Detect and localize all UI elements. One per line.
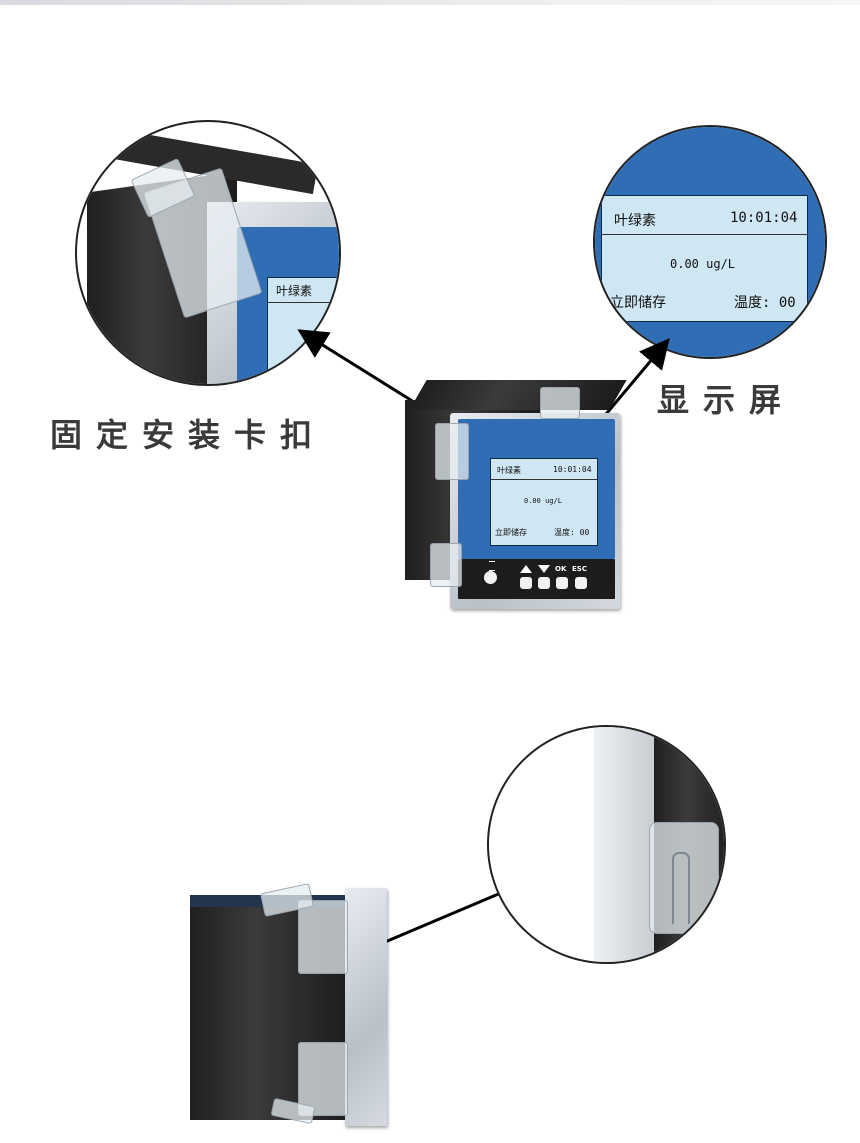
side-clip-slot (672, 852, 690, 924)
lcd-zoom-time: 10:01:04 (730, 210, 798, 226)
lcd-zoomed: 叶绿素 10:01:04 0.00 ug/L 立即储存 温度: 00 (601, 195, 808, 322)
zoom-circle-side-clip (487, 725, 726, 964)
keypad: OK ESC (458, 559, 615, 599)
lcd-action: 立即储存 (495, 528, 527, 537)
lcd-time: 10:01:04 (553, 465, 592, 474)
device-housing-top (409, 380, 627, 410)
top-gradient-strip (0, 0, 860, 5)
up-arrow-icon (520, 565, 532, 573)
side-bezel (345, 888, 387, 1126)
bezel-edge-zoomed (594, 727, 654, 962)
menu-icon (489, 561, 495, 571)
front-clip-bottom-left (430, 543, 462, 587)
down-arrow-icon (538, 565, 550, 573)
lcd-zoom-param: 叶绿素 (614, 213, 656, 229)
side-clip-bottom (298, 1042, 348, 1116)
front-clip-top-left (435, 423, 469, 480)
lcd-temperature: 温度: 00 (554, 528, 590, 537)
zoom-circle-clip: 叶绿素 (75, 120, 341, 386)
front-device: 叶绿素 10:01:04 0.00 ug/L 立即储存 温度: 00 OK ES… (400, 375, 627, 615)
ok-key[interactable] (556, 577, 568, 589)
power-key[interactable] (484, 571, 497, 584)
esc-key-label: ESC (572, 565, 587, 573)
side-clip-top (298, 900, 348, 974)
esc-key[interactable] (575, 577, 587, 589)
up-key[interactable] (520, 577, 532, 589)
lcd-zoom-parameter: 叶绿素 (276, 284, 313, 298)
ok-key-label: OK (555, 565, 567, 573)
lcd-zoom-temperature: 温度: 00 (734, 295, 796, 311)
display-label: 显示屏 (657, 381, 796, 419)
side-clip-zoomed (649, 822, 719, 934)
device-lcd: 叶绿素 10:01:04 0.00 ug/L 立即储存 温度: 00 (490, 458, 598, 546)
zoom-circle-display: 叶绿素 10:01:04 0.00 ug/L 立即储存 温度: 00 (593, 125, 827, 359)
side-device (190, 880, 390, 1130)
down-key[interactable] (538, 577, 550, 589)
lcd-zoom-action: 立即储存 (610, 295, 666, 311)
lcd-reading: 0.00 ug/L (524, 497, 562, 505)
mounting-clip-label: 固定安装卡扣 (50, 416, 327, 454)
arrow-to-clip (297, 329, 431, 414)
lcd-zoom-reading: 0.00 ug/L (670, 257, 736, 271)
lcd-parameter: 叶绿素 (497, 466, 521, 475)
front-clip-top-right (540, 387, 580, 419)
